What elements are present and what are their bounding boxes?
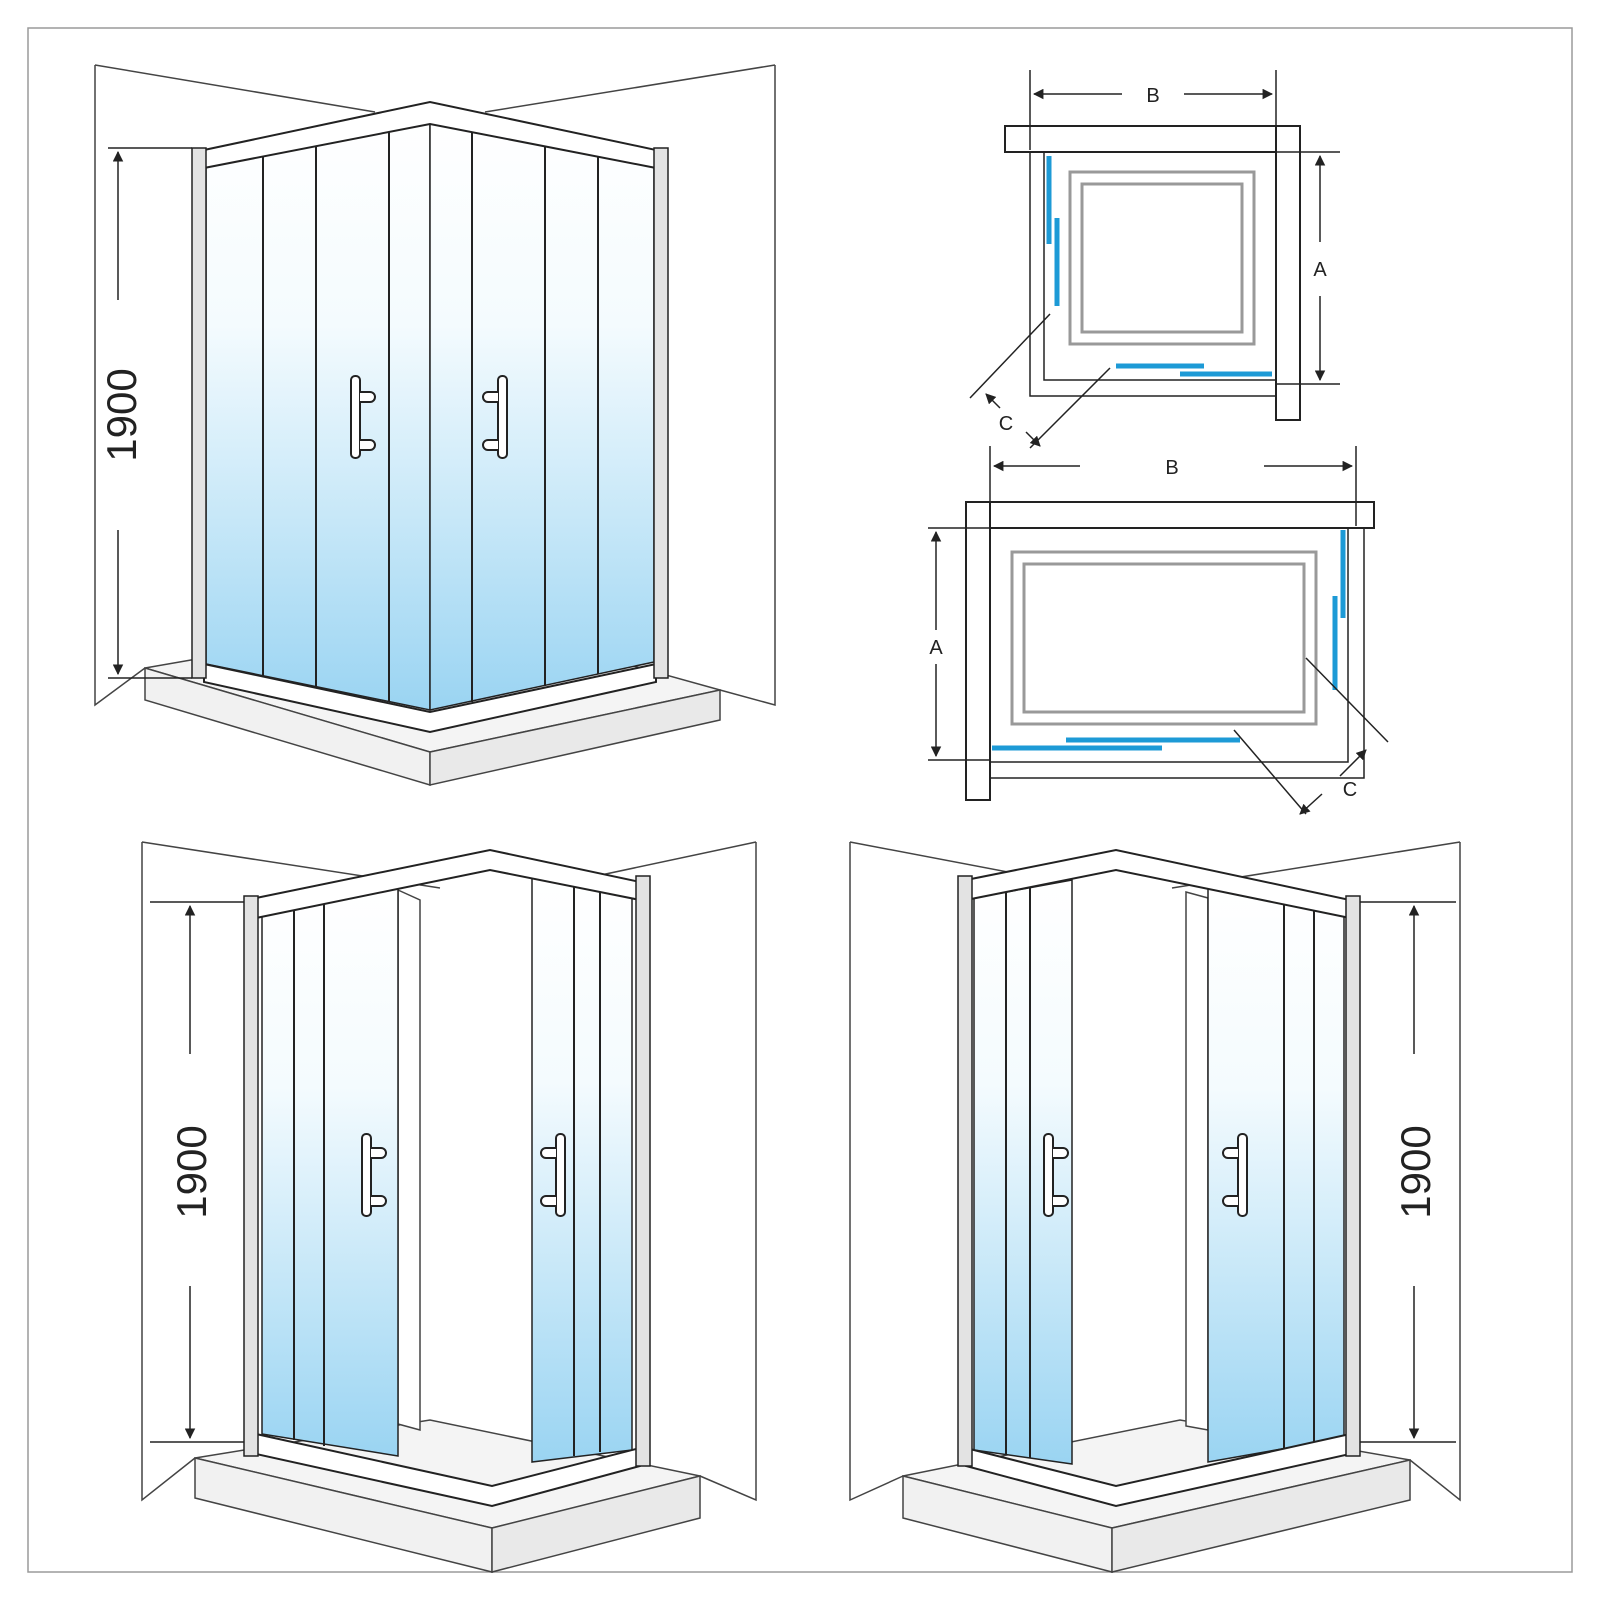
- plan-view-square: B A C: [969, 70, 1340, 449]
- iso-view-top-left: 1900: [94, 64, 776, 787]
- bl-glass-right: [531, 877, 633, 1463]
- plan-square-width-label: B: [1146, 85, 1159, 107]
- br-wall-outline: [849, 841, 1461, 1502]
- plan-glass-bottom: [1116, 363, 1272, 377]
- plan-rect-width-dimension: [989, 446, 1357, 526]
- bl-height-dimension: [150, 901, 244, 1443]
- plan-rect-tray-inner: [1022, 562, 1306, 714]
- plan-glass-left: [1046, 156, 1060, 306]
- iso-view-bottom-right: 1900: [849, 841, 1461, 1573]
- bl-door-handle-left: [361, 1133, 387, 1217]
- plan-tray-outer: [1068, 170, 1256, 346]
- br-left-dividers: [1005, 888, 1031, 1458]
- br-glass-left: [973, 879, 1073, 1465]
- glass-panel-left: [205, 117, 431, 711]
- glass-panel-right: [429, 117, 655, 711]
- height-label: 1900: [98, 368, 145, 461]
- plan-rect-glass-right: [1332, 530, 1346, 690]
- plan-tray-inner: [1080, 182, 1244, 334]
- br-wall-profile-left: [957, 875, 973, 1467]
- plan-rect-width-label: B: [1165, 457, 1178, 479]
- plan-rect-wall: [965, 501, 1375, 801]
- plan-rect-glass-bottom: [992, 737, 1240, 751]
- sheet-border: [27, 27, 1573, 1573]
- bl-back-post: [397, 888, 421, 1431]
- bl-right-dividers: [573, 884, 601, 1456]
- plan-enclosure: [1029, 152, 1276, 397]
- bl-glass-left: [261, 887, 399, 1457]
- bl-wall-outline: [141, 841, 757, 1502]
- plan-rect-depth-dimension: [928, 527, 990, 761]
- br-back-post: [1185, 891, 1209, 1431]
- iso-view-bottom-left: 1900: [141, 841, 757, 1573]
- bl-door-handle-right: [540, 1133, 566, 1217]
- door-handle-right: [482, 375, 508, 459]
- br-door-handle-left: [1043, 1133, 1069, 1217]
- wall-profile-left: [191, 147, 207, 679]
- br-right-dividers: [1283, 900, 1315, 1448]
- br-height-dimension: [1360, 901, 1456, 1443]
- plan-square-depth-dimension: [1276, 151, 1340, 385]
- bl-wall-profile-left: [243, 895, 259, 1457]
- br-wall-profile-right: [1345, 895, 1361, 1457]
- plan-square-depth-label: A: [1313, 259, 1327, 281]
- door-handle-left: [350, 375, 376, 459]
- bl-wall-profile-right: [635, 875, 651, 1467]
- br-door-handle-right: [1222, 1133, 1248, 1217]
- plan-square-corner-dimension: [969, 313, 1111, 449]
- wall-profile-right: [653, 147, 669, 679]
- plan-square-corner-label: C: [999, 413, 1013, 435]
- bottom-frame: [203, 662, 657, 734]
- bl-left-dividers: [293, 900, 325, 1446]
- plan-rect-enclosure: [990, 528, 1365, 779]
- plan-rect-tray-outer: [1010, 550, 1318, 726]
- br-height-label: 1900: [1392, 1125, 1439, 1218]
- plan-square-width-dimension: [1029, 70, 1277, 150]
- panel-dividers: [262, 124, 599, 702]
- plan-view-rect: B A C: [928, 446, 1389, 815]
- wall-outline: [94, 64, 776, 707]
- bl-height-label: 1900: [168, 1125, 215, 1218]
- plan-rect-corner-dimension: [1233, 657, 1389, 815]
- plan-rect-depth-label: A: [929, 637, 943, 659]
- plan-rect-corner-label: C: [1343, 779, 1357, 801]
- br-glass-right: [1207, 887, 1345, 1463]
- height-dimension: [108, 147, 192, 679]
